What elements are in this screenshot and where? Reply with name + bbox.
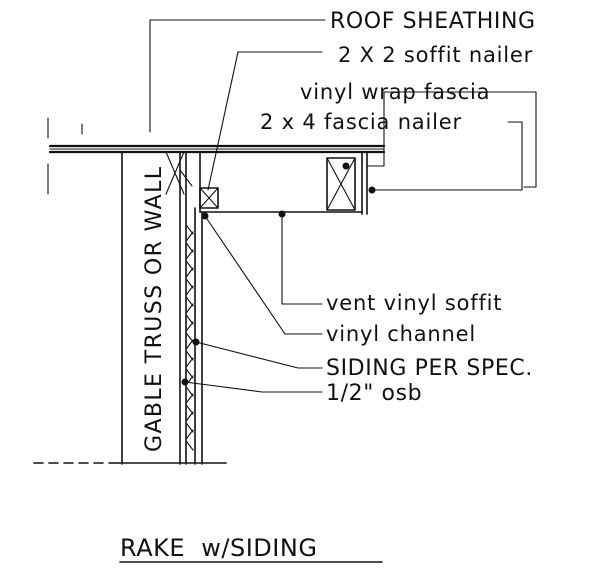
- vinyl-wrap-fascia-label: vinyl wrap fascia: [300, 80, 490, 104]
- vinyl-channel-label: vinyl channel: [326, 322, 476, 346]
- vent-vinyl-soffit-label: vent vinyl soffit: [326, 291, 502, 315]
- fascia-nailer-block: [326, 157, 356, 211]
- leader-lines: [149, 19, 537, 393]
- wall-label: GABLE TRUSS OR WALL: [142, 166, 167, 452]
- soffit-nailer-label: 2 X 2 soffit nailer: [338, 43, 533, 67]
- siding-label: SIDING PER SPEC.: [326, 356, 533, 381]
- siding-hatch: [186, 225, 194, 451]
- roof-sheathing-label: ROOF SHEATHING: [330, 9, 536, 34]
- gable-truss-wall: [121, 151, 203, 465]
- left-break-marks: [47, 117, 83, 195]
- leader-dots: [181, 162, 376, 386]
- osb-label: 1/2" osb: [326, 381, 422, 406]
- fascia-nailer-label: 2 x 4 fascia nailer: [260, 110, 462, 134]
- drawing-title: RAKE w/SIDING: [120, 534, 317, 562]
- soffit-nailer-block: [199, 187, 219, 209]
